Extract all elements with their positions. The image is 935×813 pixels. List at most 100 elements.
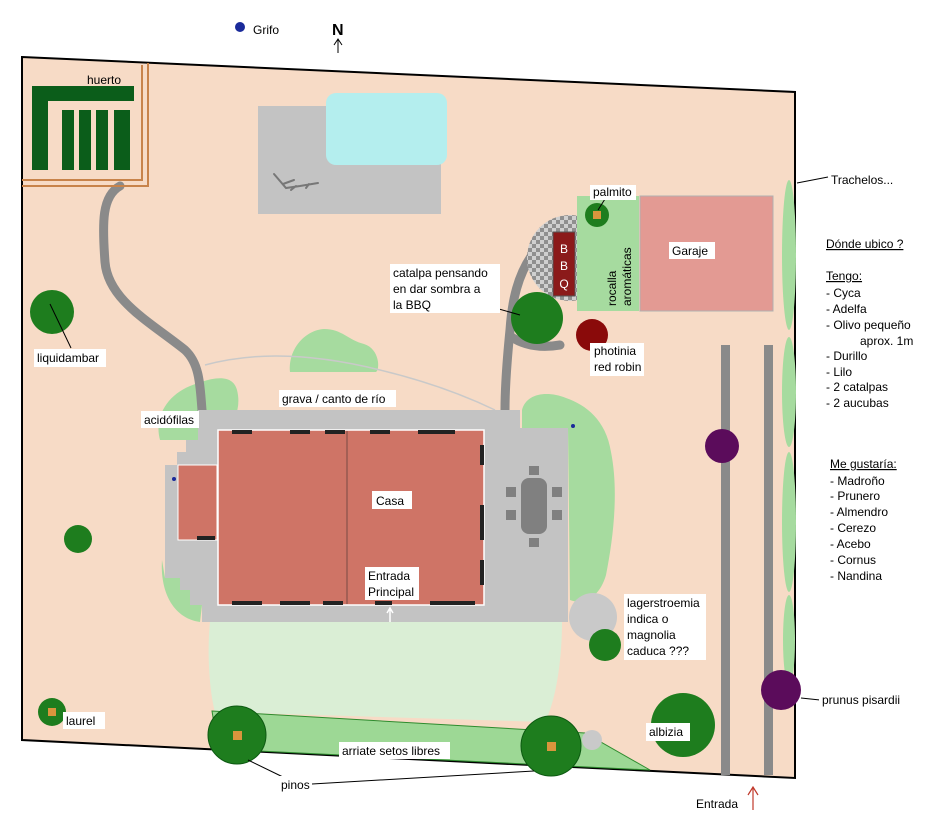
window <box>280 601 310 605</box>
hedge-trachelos <box>782 337 796 447</box>
want-item: - Acebo <box>830 537 871 551</box>
huerto-bed <box>32 86 134 101</box>
trachelos-label: Trachelos... <box>831 173 893 187</box>
lagerstroemia-note: lagerstroemia <box>627 596 700 610</box>
pinos-label: pinos <box>281 778 310 792</box>
pointer-pinos <box>247 759 286 779</box>
have-title: Tengo: <box>826 269 862 283</box>
pointer-prunus <box>800 697 821 701</box>
pointer-pinos <box>311 770 535 785</box>
label-bg <box>141 411 199 428</box>
label-bg <box>819 691 909 708</box>
label-bg <box>279 390 396 407</box>
label-bg <box>63 712 105 729</box>
have-item: - Adelfa <box>826 302 867 316</box>
label-bg <box>372 491 412 509</box>
label-bg <box>590 343 644 376</box>
want-item: - Madroño <box>830 474 885 488</box>
pointer-liquidambar <box>49 303 72 349</box>
window <box>323 601 343 605</box>
entrance-arrow-icon <box>747 785 759 810</box>
water-tap-icon <box>235 22 245 32</box>
want-item: - Prunero <box>830 489 880 503</box>
pointer-palmito <box>597 198 606 211</box>
main-entrance-arrow-icon <box>386 606 394 622</box>
house <box>217 429 485 606</box>
path-huerto-to-house <box>99 181 207 415</box>
laurel-label: laurel <box>66 714 95 728</box>
lagerstroemia-note: caduca ??? <box>627 644 689 658</box>
have-item: - Cyca <box>826 286 861 300</box>
irrigation-point <box>172 477 176 481</box>
label-bg <box>339 742 450 759</box>
water-tap-label: Grifo <box>253 23 279 37</box>
lagerstroemia-tree <box>589 629 621 661</box>
chair <box>529 538 539 547</box>
window <box>370 430 390 434</box>
window <box>197 536 215 540</box>
label-bg <box>669 242 715 259</box>
label-bg <box>646 723 690 741</box>
huerto-fence-outer <box>22 63 149 187</box>
have-item: - Durillo <box>826 349 868 363</box>
north-arrow-icon <box>333 38 343 53</box>
window <box>232 430 252 434</box>
label-bg <box>390 264 500 313</box>
want-item: - Cornus <box>830 553 876 567</box>
house-windows <box>197 430 484 605</box>
pool <box>326 93 447 165</box>
photinia-label: photinia <box>594 344 636 358</box>
huerto-beds <box>32 86 134 170</box>
irrigation-point <box>571 424 575 428</box>
hedge-trachelos <box>783 595 795 685</box>
huerto-label: huerto <box>87 73 121 87</box>
question-title: Dónde ubico ? <box>826 237 904 251</box>
main-entrance-label: Principal <box>368 585 414 599</box>
house-label: Casa <box>376 494 404 508</box>
prunus-tree <box>705 429 739 463</box>
huerto-fence-inner <box>22 65 143 181</box>
want-title: Me gustaría: <box>830 457 897 471</box>
catalpa-tree <box>511 292 563 344</box>
lawn-area <box>208 622 562 722</box>
pointer-trachelos <box>796 176 829 184</box>
hedge-trachelos <box>782 180 796 330</box>
path-branch-photinia <box>505 331 565 351</box>
want-item: - Nandina <box>830 569 882 583</box>
have-item: aprox. 1m <box>860 334 913 348</box>
rocalla-label: aromáticas <box>620 247 634 306</box>
window <box>325 430 345 434</box>
lagerstroemia-note: magnolia <box>627 628 676 642</box>
have-item: - 2 catalpas <box>826 380 888 394</box>
window <box>232 601 262 605</box>
shrub-area-north <box>289 329 379 372</box>
house-annex <box>177 464 218 541</box>
prunus-label: prunus pisardii <box>822 693 900 707</box>
want-item: - Almendro <box>830 505 888 519</box>
bbq-letter: Q <box>559 277 568 291</box>
arriate-label: arriate setos libres <box>342 744 440 758</box>
entrance-label: Entrada <box>696 797 738 811</box>
palmito-trunk <box>593 211 601 219</box>
pine-trunk <box>547 742 556 751</box>
huerto-bed <box>79 110 91 170</box>
chair <box>506 510 516 520</box>
bbq <box>552 231 576 297</box>
photinia-label: red robin <box>594 360 641 374</box>
palmito-label: palmito <box>593 185 632 199</box>
bbq-letter: B <box>560 242 568 256</box>
prunus-tree <box>761 670 801 710</box>
catalpa-note: catalpa pensando <box>393 266 488 280</box>
want-item: - Cerezo <box>830 521 876 535</box>
lagerstroemia-note: indica o <box>627 612 669 626</box>
chair <box>552 487 562 497</box>
huerto-bed <box>32 86 48 170</box>
window <box>375 601 392 605</box>
huerto-bed <box>62 110 74 170</box>
have-item: - 2 aucubas <box>826 396 889 410</box>
table <box>521 478 547 534</box>
window <box>480 560 484 585</box>
huerto-bed <box>114 110 130 170</box>
label-bg <box>624 594 706 660</box>
